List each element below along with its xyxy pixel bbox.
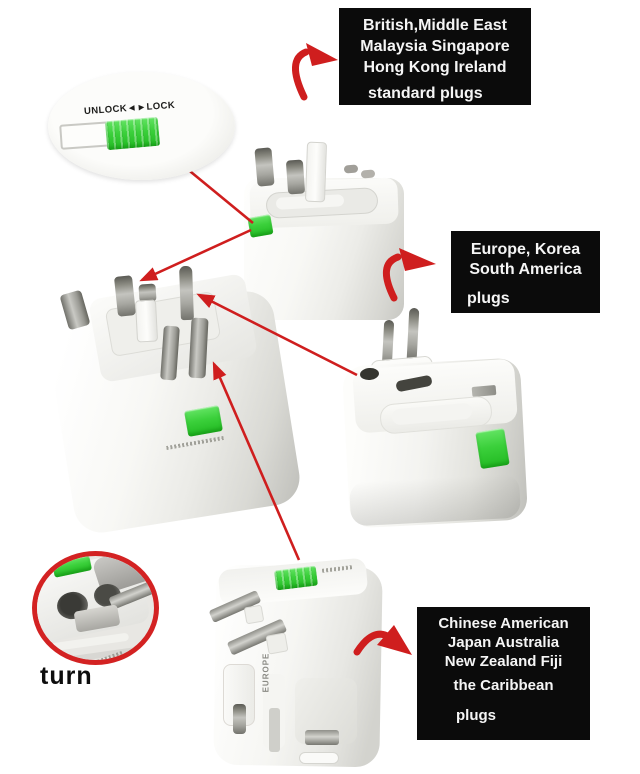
curved-arrow-icon-british: [292, 48, 310, 101]
round-pin-tall: [179, 265, 194, 321]
pin-white-shaft: [134, 299, 159, 343]
label-line: Europe, Korea: [470, 241, 581, 258]
metal-contact: [233, 704, 246, 734]
label-line: Hong Kong Ireland: [363, 59, 507, 76]
magnifier-circle-turn-pins: [32, 551, 159, 665]
british-pin-right: [285, 159, 306, 195]
magnifier-oval-lock-switch: UNLOCK◄►LOCK: [48, 72, 235, 180]
label-line: plugs: [456, 707, 496, 724]
metal-contact: [305, 730, 339, 745]
bottom-lip: [299, 752, 339, 764]
pin-metal-tip: [113, 275, 137, 317]
unlock-lock-label: UNLOCK◄►LOCK: [83, 99, 176, 118]
green-slider: [475, 427, 510, 470]
europe-side-marking: EUROPE: [261, 652, 271, 693]
round-pin-right: [406, 307, 420, 361]
socket-hole: [343, 164, 359, 174]
metal-contact: [269, 708, 280, 752]
green-slider: [247, 214, 274, 238]
label-line: standard plugs: [368, 85, 483, 102]
travel-adapter-universal-body: [44, 260, 315, 565]
travel-adapter-europe-config: [338, 298, 533, 533]
pin-base: [243, 604, 265, 625]
label-line: South America: [469, 261, 582, 278]
label-line: the Caribbean: [453, 677, 554, 694]
body-lower-shade: [348, 473, 522, 527]
curved-arrowhead-british: [306, 43, 338, 66]
slot-line-zoomed: [64, 647, 138, 660]
travel-adapter-us-config: EUROPE: [203, 556, 393, 774]
british-pin-left: [254, 147, 275, 187]
label-box-chinese-plugs: Chinese American Japan Australia New Zea…: [417, 607, 590, 740]
earth-pin-plastic: [304, 141, 328, 203]
label-box-british-plugs: British,Middle East Malaysia Singapore H…: [339, 8, 531, 105]
label-line: Japan Australia: [447, 634, 560, 651]
label-line: plugs: [467, 290, 510, 307]
label-line: Chinese American: [438, 615, 569, 632]
metal-contact: [471, 384, 497, 398]
turn-label: turn: [40, 662, 93, 690]
socket-hole: [360, 169, 376, 179]
label-line: Malaysia Singapore: [360, 38, 510, 55]
green-slider-zoomed: [104, 116, 161, 151]
label-box-europe-plugs: Europe, Korea South America plugs: [451, 231, 600, 313]
flat-pin-front-right: [188, 317, 209, 379]
label-line: British,Middle East: [362, 17, 508, 34]
label-line: New Zealand Fiji: [444, 653, 563, 670]
